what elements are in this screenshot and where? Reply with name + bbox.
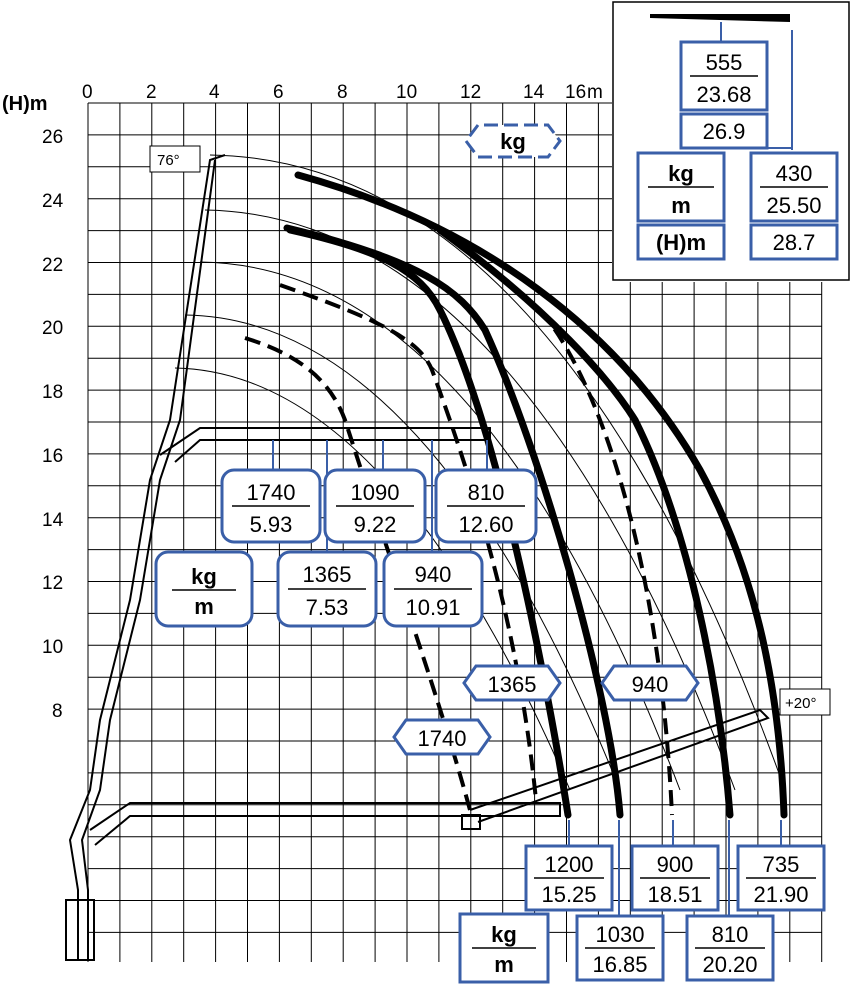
inset-kg-label: kg xyxy=(668,161,694,186)
inset-load-1: 555 xyxy=(706,50,743,75)
dashed-curve-tags: kg 1365 940 1740 xyxy=(392,123,700,756)
min-angle-box xyxy=(779,688,831,716)
curve-810 xyxy=(436,226,734,819)
x-tick: 14 xyxy=(523,82,545,103)
load-curves-solid xyxy=(283,171,788,819)
value-kg: 1740 xyxy=(247,480,296,505)
tag-1740: 1740 xyxy=(418,726,467,751)
x-tick: 8 xyxy=(337,82,348,103)
value-m: 16.85 xyxy=(592,952,647,977)
value-kg: 810 xyxy=(712,922,749,947)
max-angle-box xyxy=(149,145,201,173)
x-axis-ticks: 0 2 4 6 8 10 12 14 16 m xyxy=(82,82,603,103)
inset-height-2: 28.7 xyxy=(773,230,816,255)
inset-boom-icon xyxy=(650,14,790,22)
max-angle-label: 76° xyxy=(157,152,180,169)
boom-upright-2 xyxy=(80,159,216,960)
legend-m: m xyxy=(494,952,514,977)
x-tick: 0 xyxy=(82,82,93,103)
curve-900 xyxy=(283,224,624,819)
tag-1740-frame xyxy=(392,718,492,756)
boom-horizontal-mid xyxy=(159,427,491,463)
value-m: 20.20 xyxy=(702,952,757,977)
upper-value-boxes: 1740 5.93 1090 9.22 810 12.60 kg m 1365 … xyxy=(154,440,538,628)
tag-940: 940 xyxy=(632,672,669,697)
hook-low xyxy=(461,814,481,830)
inset-box-height-1 xyxy=(679,112,769,150)
inset-reach-2: 25.50 xyxy=(766,193,821,218)
x-tick: 2 xyxy=(146,82,157,103)
value-kg: 1030 xyxy=(596,922,645,947)
boom-horizontal-low xyxy=(89,802,561,846)
x-tick: 6 xyxy=(273,82,284,103)
bottom-value-boxes: 1200 15.25 900 18.51 735 21.90 kg m 1030… xyxy=(458,820,826,984)
inset-height-1: 26.9 xyxy=(703,119,746,144)
x-tick: 4 xyxy=(209,82,220,103)
tag-940-frame xyxy=(600,664,700,702)
y-tick: 24 xyxy=(42,191,64,212)
value-kg: 940 xyxy=(415,562,452,587)
value-kg: 1090 xyxy=(351,480,400,505)
arc xyxy=(184,314,621,791)
min-angle-label: +20° xyxy=(785,695,816,712)
tag-1365: 1365 xyxy=(488,672,537,697)
value-m: 5.93 xyxy=(250,512,293,537)
inset-legend: 555 23.68 26.9 kg m (H)m 430 25.50 28.7 xyxy=(612,1,850,281)
y-tick: 14 xyxy=(42,510,64,531)
curve-1365-dashed xyxy=(279,283,538,801)
inset-m-label: m xyxy=(671,193,691,218)
value-m: 10.91 xyxy=(405,595,460,620)
inset-box-hm xyxy=(636,223,726,261)
value-kg: 735 xyxy=(763,852,800,877)
y-tick: 20 xyxy=(42,318,63,339)
crane-base xyxy=(65,899,95,961)
y-axis-ticks: 26 24 22 20 18 16 14 12 10 8 xyxy=(42,127,64,722)
curve-1200-dashed xyxy=(538,308,674,816)
value-kg: 900 xyxy=(657,852,694,877)
arc xyxy=(209,154,786,791)
value-m: 12.60 xyxy=(458,512,513,537)
y-tick: 26 xyxy=(42,127,63,148)
inset-box-height-2 xyxy=(749,223,839,261)
curve-1030 xyxy=(286,226,572,819)
inset-hm-label: (H)m xyxy=(656,230,706,255)
inset-load-2: 430 xyxy=(776,161,813,186)
crane-boom xyxy=(65,154,770,961)
y-tick: 12 xyxy=(42,573,63,594)
x-tick: 16 xyxy=(565,82,586,103)
value-kg: 1365 xyxy=(303,562,352,587)
legend-box xyxy=(154,550,254,628)
boom-upright xyxy=(68,154,226,960)
y-tick: 10 xyxy=(42,637,63,658)
x-tick: 12 xyxy=(460,82,481,103)
value-m: 15.25 xyxy=(541,882,596,907)
value-m: 9.22 xyxy=(354,512,397,537)
value-m: 21.90 xyxy=(753,882,808,907)
y-tick: 18 xyxy=(42,382,63,403)
value-kg: 1200 xyxy=(545,852,594,877)
value-kg: 810 xyxy=(468,480,505,505)
inset-reach-1: 23.68 xyxy=(696,82,751,107)
tag-kg: kg xyxy=(500,129,526,154)
legend-kg: kg xyxy=(191,564,217,589)
tag-kg-frame xyxy=(464,123,562,159)
y-axis-label: (H)m xyxy=(2,93,48,115)
arc xyxy=(199,261,681,791)
value-m: 7.53 xyxy=(306,595,349,620)
legend-kg: kg xyxy=(491,922,517,947)
y-tick: 22 xyxy=(42,255,63,276)
y-tick: 16 xyxy=(42,446,63,467)
boom-inclined xyxy=(469,708,770,823)
legend-m: m xyxy=(194,594,214,619)
value-m: 18.51 xyxy=(647,882,702,907)
x-unit: m xyxy=(587,82,603,103)
tag-1365-frame xyxy=(462,664,562,702)
x-tick: 10 xyxy=(396,82,417,103)
y-tick: 8 xyxy=(52,701,63,722)
